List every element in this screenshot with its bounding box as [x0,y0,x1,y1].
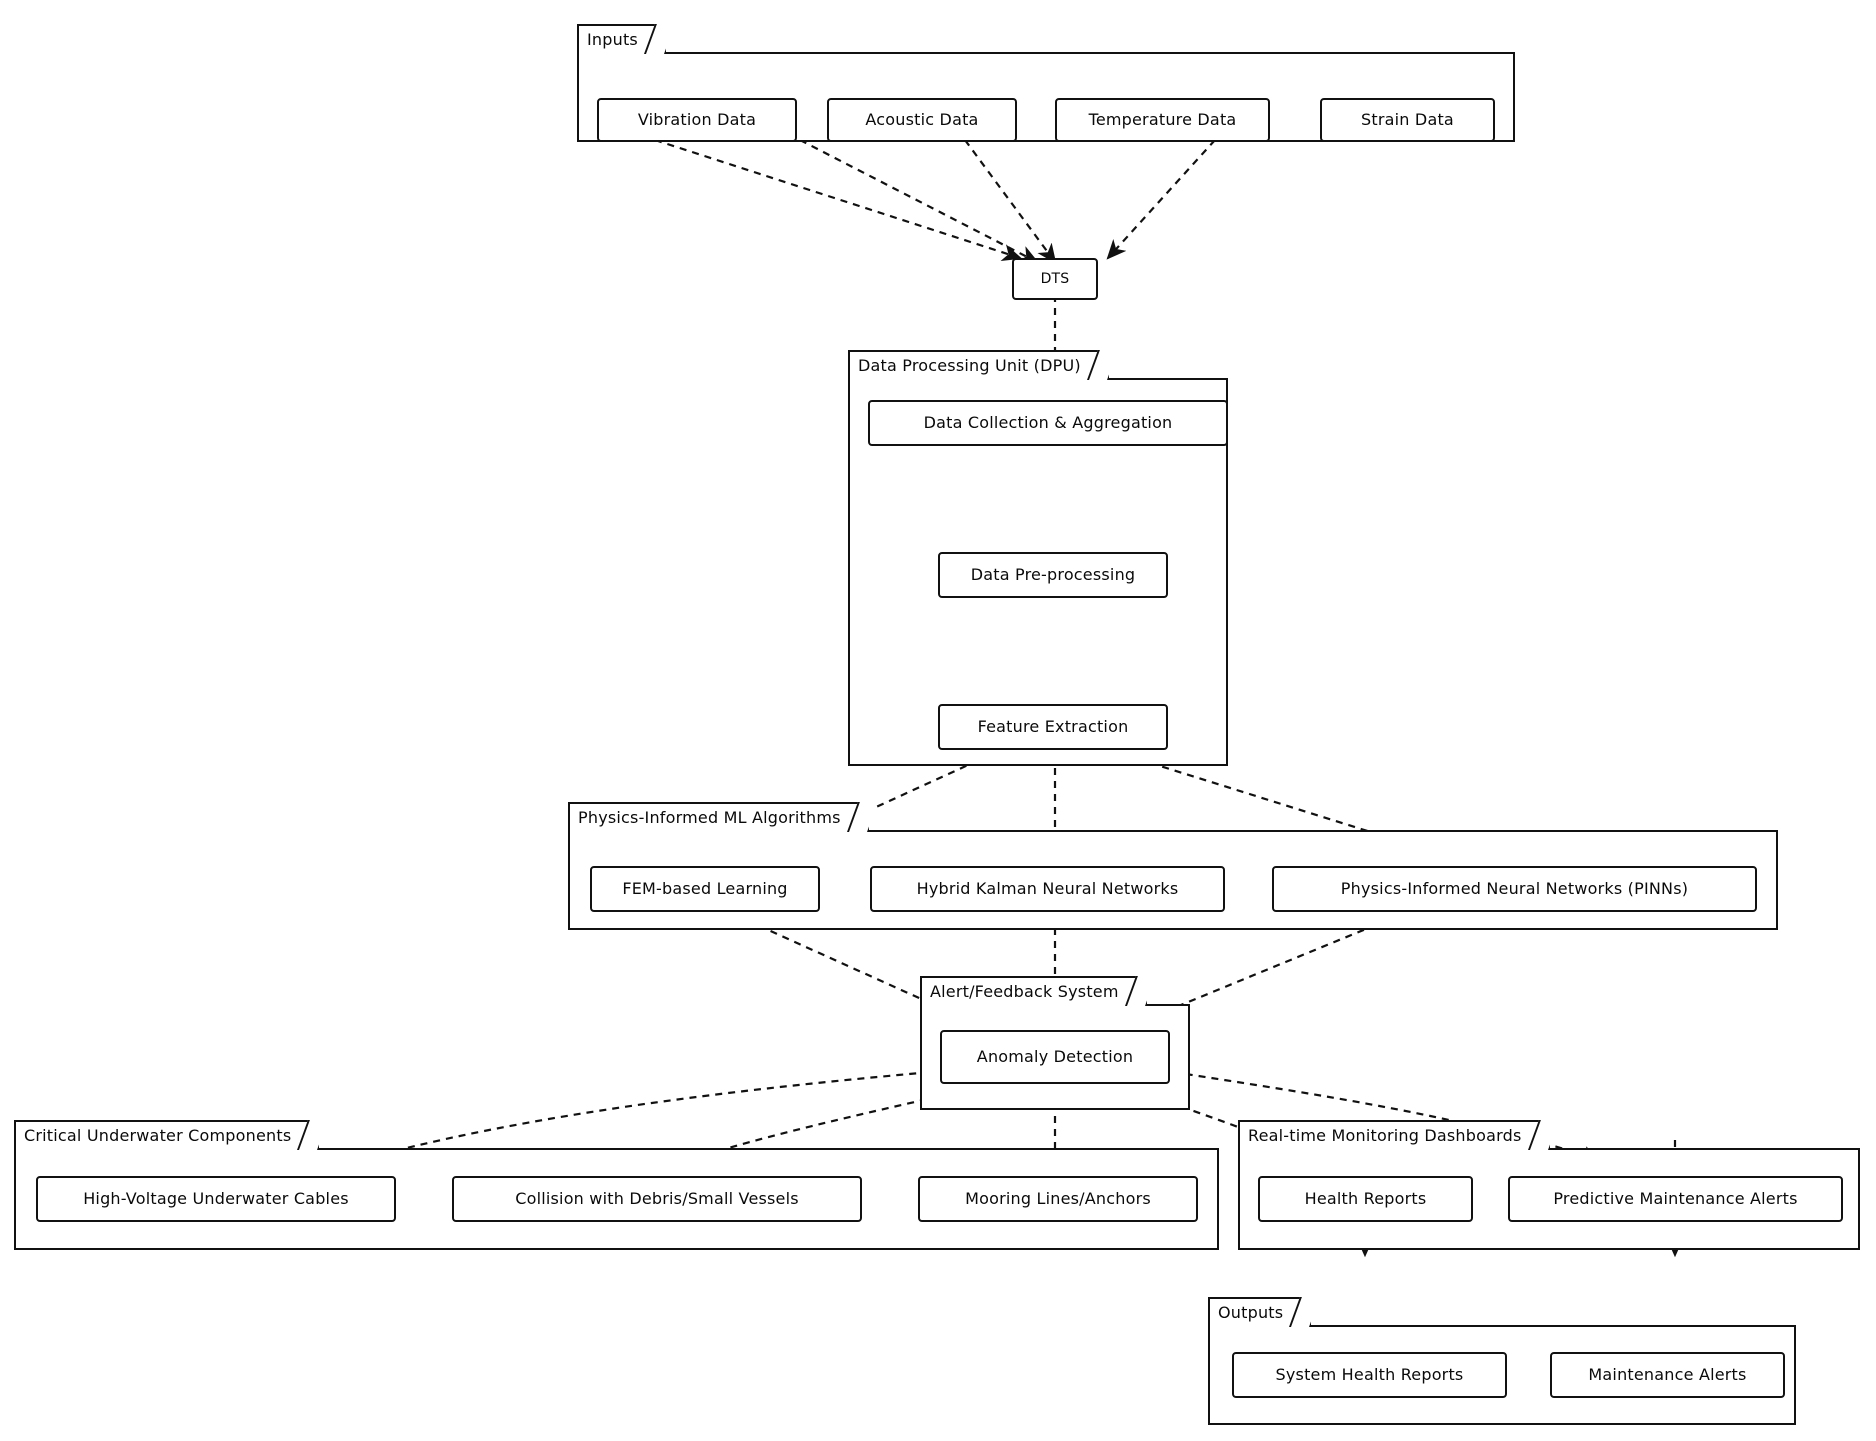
node-feature-extraction-label: Feature Extraction [977,716,1129,736]
node-acoustic-data-label: Acoustic Data [865,109,979,129]
node-health-reports-label: Health Reports [1304,1188,1427,1208]
node-data-preprocessing-label: Data Pre-processing [970,564,1136,584]
node-vibration-data[interactable]: Vibration Data [597,98,797,142]
node-system-health-reports[interactable]: System Health Reports [1232,1352,1507,1398]
node-mooring-lines[interactable]: Mooring Lines/Anchors [918,1176,1198,1222]
node-pinns[interactable]: Physics-Informed Neural Networks (PINNs) [1272,866,1757,912]
node-maintenance-alerts-label: Maintenance Alerts [1588,1364,1747,1384]
node-strain-data-label: Strain Data [1361,109,1454,129]
node-collision-debris[interactable]: Collision with Debris/Small Vessels [452,1176,862,1222]
node-vibration-data-label: Vibration Data [637,109,757,129]
edge-temperature-to-dts [964,139,1057,264]
node-anomaly-detection[interactable]: Anomaly Detection [940,1030,1170,1084]
node-temperature-data[interactable]: Temperature Data [1055,98,1270,142]
edge-vibration-to-dts [654,138,1023,261]
node-predictive-alerts-label: Predictive Maintenance Alerts [1553,1188,1798,1208]
cluster-critical-components-label: Critical Underwater Components [14,1120,320,1150]
cluster-dpu-label: Data Processing Unit (DPU) [848,350,1109,380]
cluster-ml-algorithms-label: Physics-Informed ML Algorithms [568,802,869,832]
node-collision-debris-label: Collision with Debris/Small Vessels [515,1188,799,1208]
node-fem-based-learning[interactable]: FEM-based Learning [590,866,820,912]
node-strain-data[interactable]: Strain Data [1320,98,1495,142]
node-maintenance-alerts[interactable]: Maintenance Alerts [1550,1352,1785,1398]
node-system-health-reports-label: System Health Reports [1275,1364,1464,1384]
cluster-inputs-label: Inputs [577,24,666,54]
node-temperature-data-label: Temperature Data [1088,109,1237,129]
node-anomaly-detection-label: Anomaly Detection [976,1046,1134,1066]
node-dts[interactable]: DTS [1012,258,1098,300]
cluster-alert-feedback-label: Alert/Feedback System [920,976,1147,1006]
edge-strain-to-dts [1106,139,1216,260]
node-dts-label: DTS [1040,270,1070,287]
node-hv-cables[interactable]: High-Voltage Underwater Cables [36,1176,396,1222]
node-feature-extraction[interactable]: Feature Extraction [938,704,1168,750]
node-mooring-lines-label: Mooring Lines/Anchors [965,1188,1151,1208]
cluster-dashboards-label: Real-time Monitoring Dashboards [1238,1120,1550,1150]
edge-acoustic-to-dts [799,139,1039,264]
node-data-preprocessing[interactable]: Data Pre-processing [938,552,1168,598]
node-hybrid-kalman-label: Hybrid Kalman Neural Networks [916,878,1179,898]
node-data-collection-label: Data Collection & Aggregation [923,412,1173,432]
node-predictive-alerts[interactable]: Predictive Maintenance Alerts [1508,1176,1843,1222]
node-fem-based-learning-label: FEM-based Learning [622,878,788,898]
node-hybrid-kalman[interactable]: Hybrid Kalman Neural Networks [870,866,1225,912]
node-acoustic-data[interactable]: Acoustic Data [827,98,1017,142]
node-pinns-label: Physics-Informed Neural Networks (PINNs) [1340,878,1689,898]
cluster-outputs-label: Outputs [1208,1297,1312,1327]
node-hv-cables-label: High-Voltage Underwater Cables [83,1188,349,1208]
node-health-reports[interactable]: Health Reports [1258,1176,1473,1222]
node-data-collection[interactable]: Data Collection & Aggregation [868,400,1228,446]
